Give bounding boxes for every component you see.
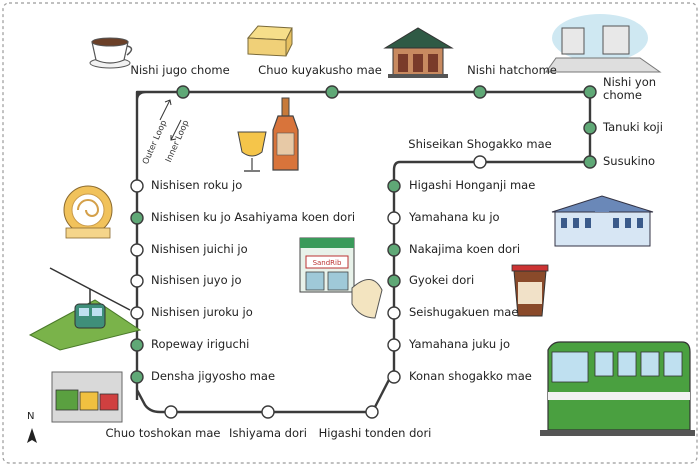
- station-label-konan: Konan shogakko mae: [409, 369, 532, 383]
- station-label-tanuki-koji: Tanuki koji: [603, 120, 663, 134]
- station-marker-nishisen-juroku: [130, 306, 144, 320]
- station-marker-nishisen-juyo: [130, 274, 144, 288]
- station-label-nishisen-juyo: Nishisen juyo jo: [151, 273, 242, 287]
- station-label-higashi-honganji: Higashi Honganji mae: [409, 178, 536, 192]
- beer-illustration: [237, 97, 299, 172]
- butter-illustration: [246, 25, 293, 57]
- station-marker-ishiyama: [261, 405, 275, 419]
- shrine-illustration: [383, 27, 454, 78]
- station-marker-tanuki-koji: [583, 121, 597, 135]
- station-marker-nishi-jugo-chome: [176, 85, 190, 99]
- station-marker-shiseikan: [473, 155, 487, 169]
- north-label: N: [27, 411, 35, 422]
- station-label-nishisen-ku: Nishisen ku jo Asahiyama koen dori: [151, 210, 356, 224]
- station-marker-nishisen-juichi: [130, 243, 144, 257]
- station-label-nakajima: Nakajima koen dori: [409, 242, 521, 256]
- station-label-chuo-toshokan: Chuo toshokan mae: [105, 426, 221, 440]
- station-label-shiseikan: Shiseikan Shogakko mae: [408, 137, 552, 151]
- loop-direction-arrows: [159, 99, 182, 141]
- station-marker-higashi-honganji: [387, 179, 401, 193]
- station-marker-densha-jigyosho: [130, 370, 144, 384]
- western-hall-illustration: [551, 195, 654, 247]
- coffee-cup-illustration: [89, 37, 133, 69]
- station-marker-seishugakuen: [387, 306, 401, 320]
- station-label-nishi-yon-chome: Nishi yon chome: [603, 75, 657, 103]
- station-label-susukino: Susukino: [603, 154, 656, 168]
- station-marker-nishisen-ku: [130, 211, 144, 225]
- station-marker-chuo-toshokan: [164, 405, 178, 419]
- station-label-gyokei: Gyokei dori: [409, 273, 475, 287]
- svg-text:SandRib: SandRib: [313, 259, 342, 267]
- station-markers: [130, 85, 597, 419]
- station-label-seishugakuen: Seishugakuen mae: [409, 305, 519, 319]
- station-marker-yamahana-ku: [387, 211, 401, 225]
- station-marker-gyokei: [387, 274, 401, 288]
- ropeway-illustration: [28, 267, 142, 351]
- station-label-nishisen-roku: Nishisen roku jo: [151, 178, 243, 192]
- station-label-yamahana-juku: Yamahana juku jo: [409, 337, 511, 351]
- takeout-coffee-illustration: [511, 264, 549, 317]
- station-label-nishi-hatchome: Nishi hatchome: [467, 63, 557, 77]
- station-label-densha-jigyosho: Densha jigyosho mae: [151, 369, 276, 383]
- station-marker-higashi-tonden: [365, 405, 379, 419]
- station-marker-ropeway: [130, 338, 144, 352]
- station-marker-chuo-kuyakusho-mae: [325, 85, 339, 99]
- station-label-higashi-tonden: Higashi tonden dori: [318, 426, 432, 440]
- tower-buildings-illustration: [545, 14, 662, 73]
- station-marker-konan: [387, 370, 401, 384]
- station-label-nishisen-juichi: Nishisen juichi jo: [151, 242, 248, 256]
- station-marker-susukino: [583, 155, 597, 169]
- station-label-chuo-kuyakusho-mae: Chuo kuyakusho mae: [258, 63, 382, 77]
- station-label-ropeway: Ropeway iriguchi: [151, 337, 250, 351]
- roll-cake-illustration: [63, 185, 113, 239]
- station-marker-nishi-hatchome: [473, 85, 487, 99]
- station-marker-yamahana-juku: [387, 338, 401, 352]
- sandwich-shop-illustration: SandRib: [299, 237, 355, 293]
- tram-depot-illustration: [51, 371, 123, 423]
- station-label-yamahana-ku: Yamahana ku jo: [409, 210, 500, 224]
- station-marker-nishi-yon-chome: [583, 85, 597, 99]
- sandwich-illustration: [351, 279, 383, 319]
- green-tram-illustration: [540, 341, 695, 436]
- station-marker-nakajima: [387, 243, 401, 257]
- north-arrow-icon: [27, 428, 37, 443]
- station-label-ishiyama: Ishiyama dori: [229, 426, 307, 440]
- station-label-nishi-jugo-chome: Nishi jugo chome: [130, 63, 230, 77]
- station-label-nishisen-juroku: Nishisen juroku jo: [151, 305, 253, 319]
- station-marker-nishisen-roku: [130, 179, 144, 193]
